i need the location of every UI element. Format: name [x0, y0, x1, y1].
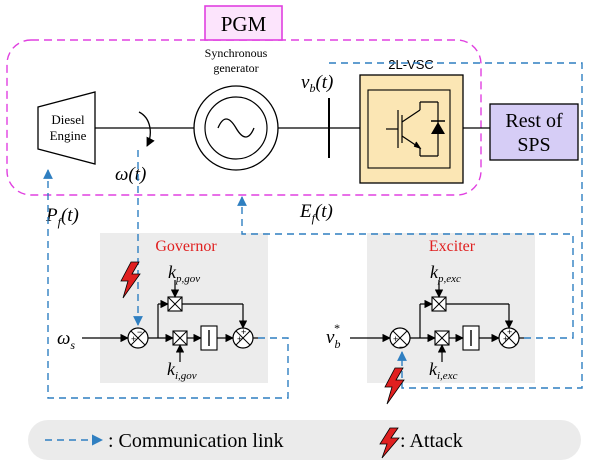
governor-kp-label: kp,gov [168, 262, 200, 285]
communication-links [43, 62, 583, 399]
vb-t-label: vb(t) [301, 72, 333, 95]
rest-of-sps-label-1: Rest of [505, 110, 563, 132]
legend-attack-icon [379, 427, 400, 459]
attack-icon-governor [120, 261, 141, 299]
vb-link [329, 62, 583, 389]
governor-ki-label: ki,gov [167, 359, 197, 382]
rest-of-sps-block [489, 103, 579, 161]
generator-label-2: generator [213, 61, 258, 75]
exciter-title: Exciter [429, 238, 476, 255]
governor-controller: ωs + − + + kp,gov ki,gov [57, 262, 258, 382]
legend-link-label: : Communication link [108, 430, 284, 452]
exciter-controller: vb* + − + + kp,exc ki,exc [326, 262, 524, 382]
svg-text:+: + [507, 327, 512, 337]
legend-attack-label: : Attack [400, 430, 463, 452]
svg-text:+: + [237, 334, 242, 344]
rotation-icon [138, 111, 155, 147]
pgm-label-box [204, 5, 283, 41]
omega-s-label: ωs [57, 328, 75, 352]
svg-text:+: + [503, 334, 508, 344]
governor-title: Governor [155, 238, 217, 255]
svg-text:+: + [241, 327, 246, 337]
pf-link [43, 169, 289, 399]
generator-inner-circle [204, 96, 268, 160]
rest-of-sps-label-2: SPS [517, 134, 550, 156]
diesel-engine-block [37, 91, 96, 165]
omega-t-label: ω(t) [115, 164, 146, 185]
vsc-block [359, 74, 464, 184]
diesel-engine-label-1: Diesel [51, 112, 85, 127]
vsc-label: 2L-VSC [388, 57, 434, 72]
pgm-label: PGM [221, 12, 267, 36]
governor-panel [100, 233, 268, 383]
pf-label: Pf(t) [45, 205, 79, 229]
ef-link [237, 196, 574, 339]
vb-star-label: vb* [326, 321, 340, 351]
diode-icon [431, 120, 445, 134]
svg-text:+: + [131, 334, 136, 344]
svg-text:−: − [137, 327, 142, 337]
attack-icon-exciter [384, 367, 405, 405]
svg-text:+: + [393, 334, 398, 344]
generator-label-1: Synchronous [205, 46, 268, 60]
vsc-inner-frame [367, 89, 451, 169]
exciter-ki-label: ki,exc [429, 359, 458, 382]
legend-panel [28, 420, 581, 460]
svg-text:−: − [399, 342, 404, 352]
ef-label: Ef(t) [299, 201, 333, 225]
diesel-engine-label-2: Engine [50, 128, 87, 143]
sine-wave-icon [217, 118, 255, 138]
exciter-panel [367, 233, 535, 383]
exciter-kp-label: kp,exc [430, 262, 461, 285]
